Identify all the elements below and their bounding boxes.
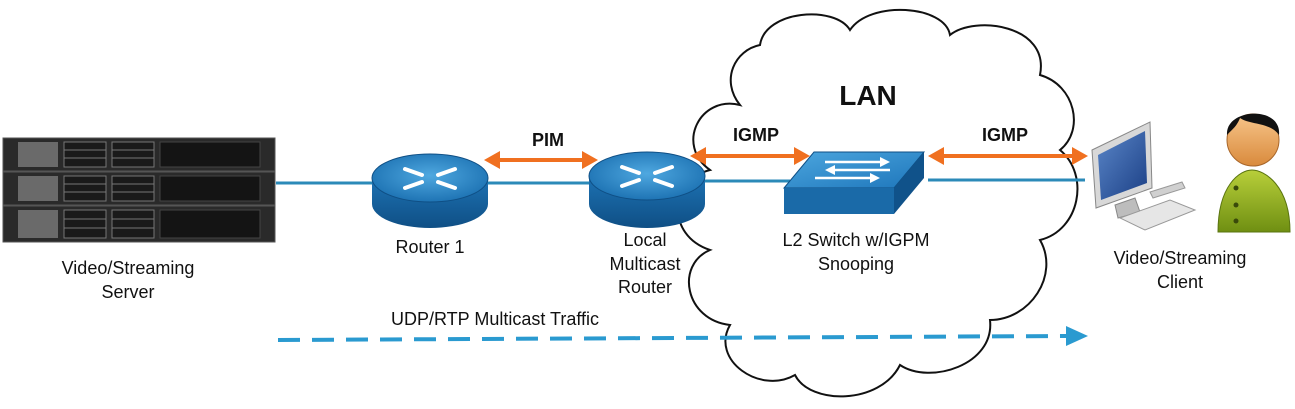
pim-label: PIM [532,130,564,150]
person-icon [1217,113,1291,233]
local-router-label-line3: Router [618,277,672,297]
client-label-line1: Video/Streaming [1114,248,1247,268]
router1-icon [371,153,489,228]
igmp-right-label: IGMP [982,125,1028,145]
local-router-label-line1: Local [623,230,666,250]
igmp-left-label: IGMP [733,125,779,145]
links [276,178,1085,185]
server-unit [2,171,276,206]
igmp-right-arrow [928,147,1088,165]
client-computer-icon [1091,121,1197,231]
local-router-label-line2: Multicast [609,254,680,274]
lan-label: LAN [839,80,897,111]
server-unit [2,205,276,243]
l2-switch-icon [782,151,926,214]
igmp-left-arrow [690,147,810,165]
client-label-line2: Client [1157,272,1203,292]
server-unit [2,137,276,172]
server-label-line2: Server [101,282,154,302]
server-rack-icon [2,137,276,243]
switch-label-line2: Snooping [818,254,894,274]
multicast-traffic-arrow [277,326,1088,346]
switch-label-line1: L2 Switch w/IGPM [782,230,929,250]
server-label-line1: Video/Streaming [62,258,195,278]
traffic-label: UDP/RTP Multicast Traffic [391,309,599,329]
router1-label: Router 1 [395,237,464,257]
pim-arrow [484,151,598,169]
local-router-icon [588,151,706,228]
